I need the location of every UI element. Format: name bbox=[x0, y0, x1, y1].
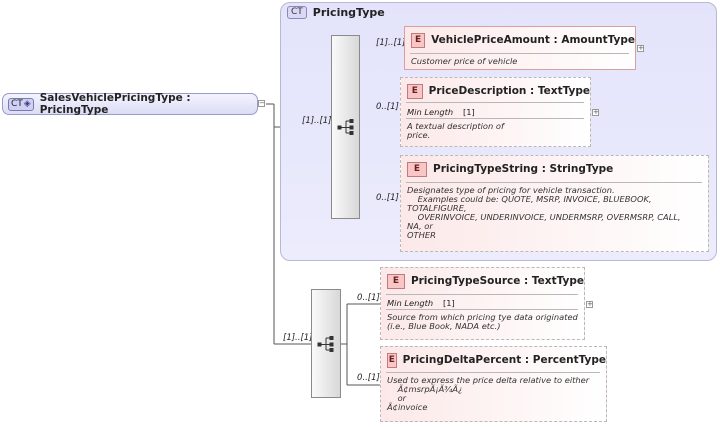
element-badge: E bbox=[411, 32, 426, 48]
collapse-minus-icon[interactable]: − bbox=[258, 99, 265, 107]
element-pricing-type-source[interactable]: E PricingTypeSource : TextType Min Lengt… bbox=[380, 267, 585, 340]
element-title: PriceDescription : TextType bbox=[428, 85, 590, 97]
element-multiplicity: 0..[1] bbox=[357, 293, 380, 303]
element-title: PricingDeltaPercent : PercentType bbox=[402, 354, 606, 366]
divider bbox=[386, 294, 578, 295]
element-multiplicity: [1]..[1] bbox=[376, 38, 406, 48]
element-description: Source from which pricing tye data origi… bbox=[387, 312, 578, 331]
element-header: E PricingTypeString : StringType bbox=[401, 156, 708, 178]
element-title: PricingTypeString : StringType bbox=[433, 163, 614, 175]
element-header: E PricingDeltaPercent : PercentType bbox=[381, 347, 606, 369]
facet-label: Min Length bbox=[387, 298, 434, 308]
sequence-inner-multiplicity: [1]..[1] bbox=[283, 333, 313, 343]
root-title: SalesVehiclePricingType : PricingType bbox=[39, 92, 191, 116]
facet-label: Min Length bbox=[407, 107, 454, 117]
element-header: E PricingTypeSource : TextType bbox=[381, 268, 584, 290]
expand-plus-icon[interactable]: + bbox=[637, 44, 644, 52]
element-description: Used to express the price delta relative… bbox=[387, 375, 590, 412]
element-multiplicity: 0..[1] bbox=[376, 193, 399, 203]
element-badge: E bbox=[407, 83, 423, 99]
sequence-compositor-upper[interactable] bbox=[331, 35, 360, 219]
divider bbox=[406, 182, 702, 183]
sequence-icon bbox=[317, 335, 334, 352]
element-pricing-type-string[interactable]: E PricingTypeString : StringType Designa… bbox=[400, 155, 709, 252]
element-vehicle-price-amount[interactable]: E VehiclePriceAmount : AmountType Custom… bbox=[404, 26, 636, 70]
sequence-outer-multiplicity: [1]..[1] bbox=[302, 116, 332, 126]
facet-value: [1] bbox=[443, 298, 455, 308]
divider bbox=[410, 53, 629, 54]
element-badge: E bbox=[407, 161, 427, 177]
complex-type-header: CT PricingType bbox=[287, 6, 385, 19]
root-badge-label: CT bbox=[11, 98, 23, 109]
element-description: A textual description of price. bbox=[407, 121, 504, 140]
divider bbox=[406, 118, 584, 119]
element-multiplicity: 0..[1] bbox=[376, 102, 399, 112]
sequence-compositor-lower[interactable] bbox=[311, 289, 341, 398]
complex-type-title: PricingType bbox=[312, 6, 385, 19]
element-title: VehiclePriceAmount : AmountType bbox=[431, 34, 635, 46]
element-pricing-delta-percent[interactable]: E PricingDeltaPercent : PercentType Used… bbox=[380, 346, 607, 422]
element-badge: E bbox=[387, 273, 405, 289]
element-description: Customer price of vehicle bbox=[411, 56, 518, 66]
complex-type-extension-badge: CT◈ bbox=[8, 97, 34, 111]
element-price-description[interactable]: E PriceDescription : TextType Min Length… bbox=[400, 77, 591, 147]
divider bbox=[406, 102, 584, 103]
sequence-icon bbox=[337, 119, 353, 135]
element-multiplicity: 0..[1] bbox=[357, 373, 380, 383]
element-header: E PriceDescription : TextType bbox=[401, 78, 590, 100]
divider bbox=[386, 372, 600, 373]
expand-plus-icon[interactable]: + bbox=[592, 108, 599, 116]
element-badge: E bbox=[387, 352, 397, 368]
root-type-node[interactable]: CT◈ SalesVehiclePricingType : PricingTyp… bbox=[2, 92, 258, 116]
expand-plus-icon[interactable]: + bbox=[586, 300, 593, 308]
element-description: Designates type of pricing for vehicle t… bbox=[407, 185, 681, 240]
element-title: PricingTypeSource : TextType bbox=[410, 275, 584, 287]
complex-type-badge: CT bbox=[287, 6, 307, 19]
divider bbox=[386, 309, 578, 310]
plus-icon: ◈ bbox=[23, 98, 31, 109]
element-header: E VehiclePriceAmount : AmountType bbox=[405, 27, 635, 49]
facet-value: [1] bbox=[463, 107, 475, 117]
